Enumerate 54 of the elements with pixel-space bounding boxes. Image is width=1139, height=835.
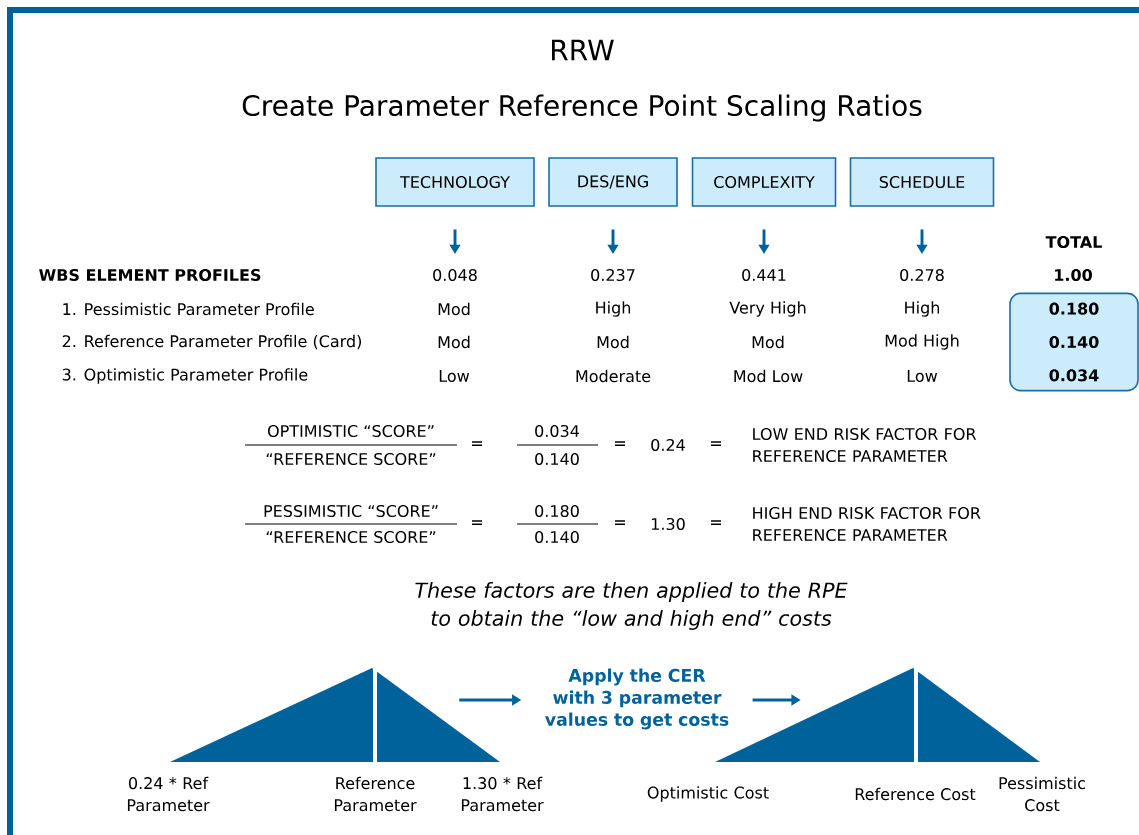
axis-label: 1.30 * Ref Parameter xyxy=(461,776,544,812)
table-text: Mod xyxy=(752,335,784,349)
table-text: HIGH END RISK FACTOR FOR REFERENCE PARAMETER xyxy=(753,506,981,542)
table-text: “REFERENCE SCORE” xyxy=(266,452,436,466)
table-text: 0.034 xyxy=(535,424,579,438)
table-text: 0.180 xyxy=(535,504,579,518)
table-text: LOW END RISK FACTOR FOR REFERENCE PARAMETER xyxy=(753,427,977,463)
table-text: Mod xyxy=(597,335,629,349)
table-text: Mod xyxy=(438,302,470,316)
table-text: OPTIMISTIC “SCORE” xyxy=(267,424,434,438)
total-box: 0.180 0.140 0.034 xyxy=(1009,292,1139,392)
header-box: SCHEDULE xyxy=(849,157,995,207)
table-text: Mod High xyxy=(885,334,959,350)
step-text: Apply the CER with 3 parameter values to get costs xyxy=(545,668,729,730)
table-text: Low xyxy=(907,370,938,382)
table-text: 0.140 xyxy=(535,452,579,466)
table-text: Moderate xyxy=(576,369,651,383)
header-box: TECHNOLOGY xyxy=(375,157,535,207)
weight-value: 0.237 xyxy=(591,268,635,282)
table-text: PESSIMISTIC “SCORE” xyxy=(264,504,438,518)
table-text: Low xyxy=(439,370,470,382)
axis-label: Pessimistic Cost xyxy=(999,776,1085,812)
table-text: = xyxy=(615,441,625,446)
table-text: = xyxy=(711,520,721,525)
axis-label: Reference Cost xyxy=(855,787,976,801)
table-text: “REFERENCE SCORE” xyxy=(266,530,436,544)
title: RRW xyxy=(552,39,614,61)
table-text: 3. Optimistic Parameter Profile xyxy=(62,368,308,384)
header-box: DES/ENG xyxy=(548,157,678,207)
header-box: COMPLEXITY xyxy=(691,157,837,207)
table-text: 2. Reference Parameter Profile (Card) xyxy=(62,334,361,350)
table-text: 1. Pessimistic Parameter Profile xyxy=(63,302,314,316)
table-text: High xyxy=(905,301,940,317)
triangle-shape xyxy=(170,666,500,764)
table-text: = xyxy=(472,520,482,525)
note-text: These factors are then applied to the RPE to obtain the “low and high end” costs xyxy=(415,582,848,630)
table-text: Mod xyxy=(438,335,470,349)
weight-value: 0.278 xyxy=(900,268,944,282)
axis-label: Optimistic Cost xyxy=(647,786,769,802)
weight-value: 0.048 xyxy=(433,268,477,282)
weight-value: 0.441 xyxy=(742,268,786,282)
table-text: 0.140 xyxy=(535,530,579,544)
table-text: 0.24 xyxy=(651,438,685,452)
table-text: = xyxy=(711,441,721,446)
table-text: Very High xyxy=(729,301,806,317)
table-text: 1.30 xyxy=(651,517,685,531)
heading-text: WBS ELEMENT PROFILES xyxy=(39,268,261,282)
heading-text: TOTAL xyxy=(1045,235,1102,249)
subtitle: Create Parameter Reference Point Scaling Ratios xyxy=(242,94,922,122)
table-text: = xyxy=(615,520,625,525)
table-text: = xyxy=(472,441,482,446)
table-text: High xyxy=(596,301,631,317)
axis-label: 0.24 * Ref Parameter xyxy=(127,776,210,812)
table-text: Mod Low xyxy=(734,369,803,383)
